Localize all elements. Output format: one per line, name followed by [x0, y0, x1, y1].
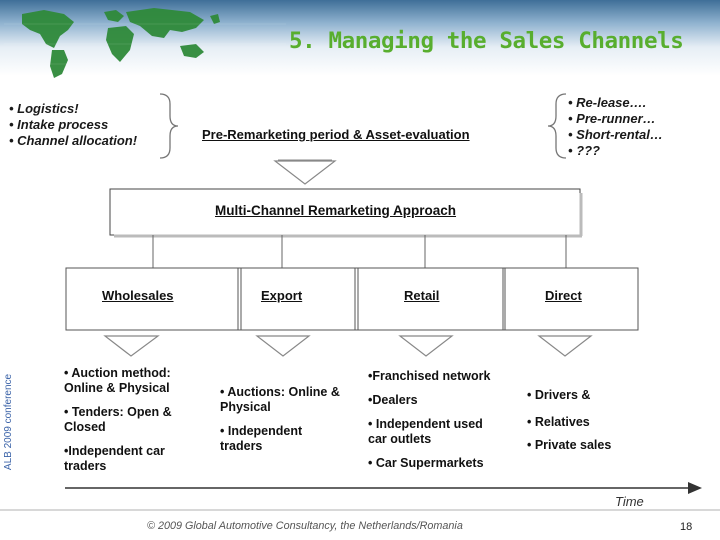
list-item: •Dealers	[368, 393, 418, 407]
channel-label-direct: Direct	[545, 288, 582, 303]
multi-channel-label: Multi-Channel Remarketing Approach	[215, 203, 457, 218]
channel-label-export: Export	[261, 288, 303, 303]
direct-list: • Drivers & • Relatives • Private sales	[527, 388, 611, 453]
down-arrow-icon	[273, 160, 337, 185]
left-bullet: • Logistics!	[9, 101, 79, 116]
list-item: • Auction method: Online & Physical	[64, 366, 171, 395]
slide-title: 5. Managing the Sales Channels	[289, 28, 684, 54]
list-item: • Tenders: Open & Closed	[64, 405, 172, 434]
list-item: • Independent used car outlets	[368, 417, 483, 446]
down-arrow-icon	[103, 335, 160, 357]
down-arrow-icon	[255, 335, 311, 357]
left-bullet-list: • Logistics! • Intake process • Channel …	[9, 101, 137, 149]
right-bracket	[547, 93, 567, 159]
channel-label-retail: Retail	[404, 288, 440, 303]
list-item: • Car Supermarkets	[368, 456, 484, 470]
footer-copyright: © 2009 Global Automotive Consultancy, th…	[147, 520, 463, 532]
list-item: • Auctions: Online & Physical	[220, 385, 340, 414]
channel-box-direct	[502, 267, 639, 331]
multi-channel-frame	[109, 188, 581, 236]
right-bullet: • ???	[568, 143, 600, 158]
left-bullet: • Channel allocation!	[9, 133, 138, 148]
channel-label-wholesales: Wholesales	[102, 288, 174, 303]
channel-box-retail	[354, 267, 506, 331]
wholesales-list: • Auction method: Online & Physical • Te…	[64, 366, 199, 474]
world-map-icon	[4, 8, 286, 78]
list-item: • Private sales	[527, 438, 612, 452]
channel-box-export	[237, 267, 359, 331]
left-bullet: • Intake process	[9, 117, 109, 132]
multi-channel-box: Multi-Channel Remarketing Approach	[110, 189, 580, 235]
list-item: • Independent traders	[220, 424, 303, 453]
right-bullet: • Re-lease….	[568, 95, 647, 110]
down-arrow-icon	[537, 335, 593, 357]
channel-box-wholesales	[65, 267, 242, 331]
right-bullet: • Pre-runner…	[568, 111, 656, 126]
export-list: • Auctions: Online & Physical • Independ…	[220, 385, 345, 454]
down-arrow-icon	[398, 335, 454, 357]
list-item: •Franchised network	[368, 369, 491, 383]
pre-remarketing-label: Pre-Remarketing period & Asset-evaluatio…	[202, 127, 470, 142]
left-bracket	[159, 93, 179, 159]
page-number: 18	[680, 521, 693, 533]
list-item: •Independent car traders	[64, 444, 165, 473]
retail-list: •Franchised network •Dealers • Independe…	[368, 369, 503, 471]
list-item: • Relatives	[527, 415, 590, 429]
time-label: Time	[615, 494, 644, 509]
right-bullet: • Short-rental…	[568, 127, 663, 142]
time-arrow-head-icon	[688, 482, 702, 494]
right-bullet-list: • Re-lease…. • Pre-runner… • Short-renta…	[568, 95, 663, 159]
list-item: • Drivers &	[527, 388, 591, 402]
